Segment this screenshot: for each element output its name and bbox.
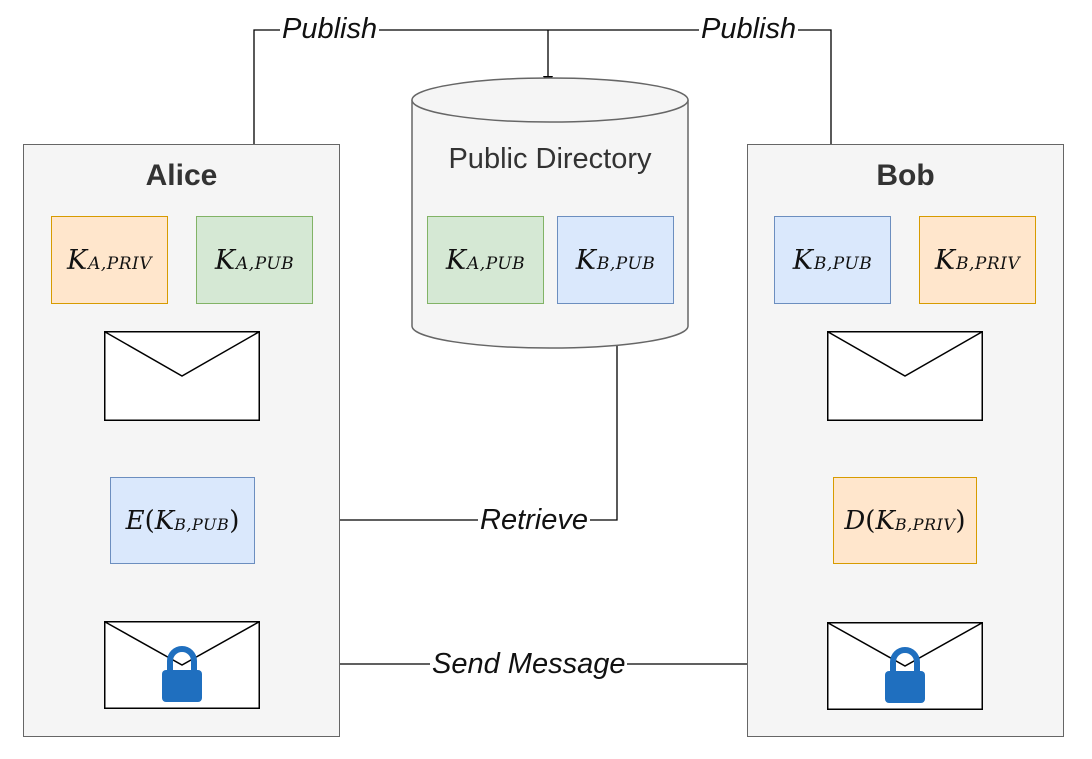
bob-public-key-symbol: K xyxy=(792,244,813,276)
send-message-label: Send Message xyxy=(430,648,628,680)
retrieve-label: Retrieve xyxy=(478,504,590,536)
decrypt-key-symbol: K xyxy=(875,505,895,536)
bob-private-key-subscript: B,PRIV xyxy=(956,254,1021,274)
alice-title: Alice xyxy=(145,159,218,192)
retrieve-line xyxy=(259,304,618,525)
encrypt-key-symbol: K xyxy=(154,505,175,536)
alice-private-key-symbol: K xyxy=(66,244,88,276)
encrypt-key-subscript: B,PUB xyxy=(174,515,230,534)
bob-title: Bob xyxy=(876,159,935,192)
locked-envelope-icon xyxy=(104,621,260,709)
decrypt-key-subscript: B,PRIV xyxy=(894,515,956,534)
directory-alice-key-symbol: K xyxy=(445,244,467,276)
public-directory-label: Public Directory xyxy=(448,143,652,175)
decrypt-function: D xyxy=(844,505,866,536)
bob-private-key-symbol: K xyxy=(934,244,956,276)
alice-public-key-subscript: A,PUB xyxy=(236,254,295,274)
alice-public-key-symbol: K xyxy=(214,244,236,276)
directory-bob-key-subscript: B,PUB xyxy=(596,254,656,274)
locked-envelope-icon xyxy=(827,622,983,710)
envelope-icon xyxy=(827,331,983,421)
directory-bob-key-symbol: K xyxy=(575,244,596,276)
encrypt-function: E xyxy=(125,505,145,536)
directory-alice-key-subscript: A,PUB xyxy=(467,254,526,274)
envelope-icon xyxy=(104,331,260,421)
bob-public-key-subscript: B,PUB xyxy=(813,254,873,274)
publish-left-label: Publish xyxy=(280,13,380,45)
publish-right-label: Publish xyxy=(699,13,799,45)
alice-private-key-subscript: A,PRIV xyxy=(88,254,153,274)
